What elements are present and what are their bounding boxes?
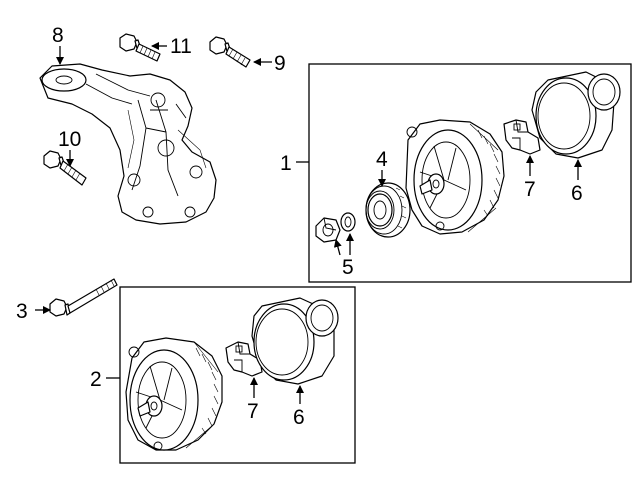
callout-3: 3	[16, 300, 28, 323]
callout-5: 5	[342, 256, 354, 279]
callout-6-box1: 6	[571, 182, 583, 205]
bolt-11	[119, 33, 161, 62]
callout-6-box2: 6	[293, 406, 305, 429]
cover-6-box2	[251, 297, 339, 385]
nut-5	[315, 217, 341, 243]
callout-11: 11	[170, 35, 192, 58]
bolt-9	[209, 36, 251, 68]
bolt-3	[49, 278, 118, 317]
alternator-2	[125, 337, 223, 451]
bolt-10	[43, 150, 87, 186]
alternator-1	[405, 119, 505, 235]
callout-10: 10	[58, 128, 81, 151]
leader-lines	[35, 42, 582, 404]
callout-7-box1: 7	[524, 178, 536, 201]
cover-6-box1	[531, 71, 621, 159]
callout-1: 1	[280, 152, 292, 175]
callout-4: 4	[376, 148, 388, 171]
callout-9: 9	[274, 52, 286, 75]
assembly-box-2	[119, 286, 356, 464]
regulator-7-box1	[503, 119, 541, 155]
pulley-4	[365, 182, 411, 238]
assembly-box-1	[308, 63, 632, 283]
callout-7-box2: 7	[247, 400, 259, 423]
callout-2: 2	[90, 368, 102, 391]
regulator-7-box2	[225, 341, 263, 377]
mounting-bracket	[39, 63, 217, 225]
callout-8: 8	[52, 24, 64, 47]
washer-5	[340, 212, 356, 232]
